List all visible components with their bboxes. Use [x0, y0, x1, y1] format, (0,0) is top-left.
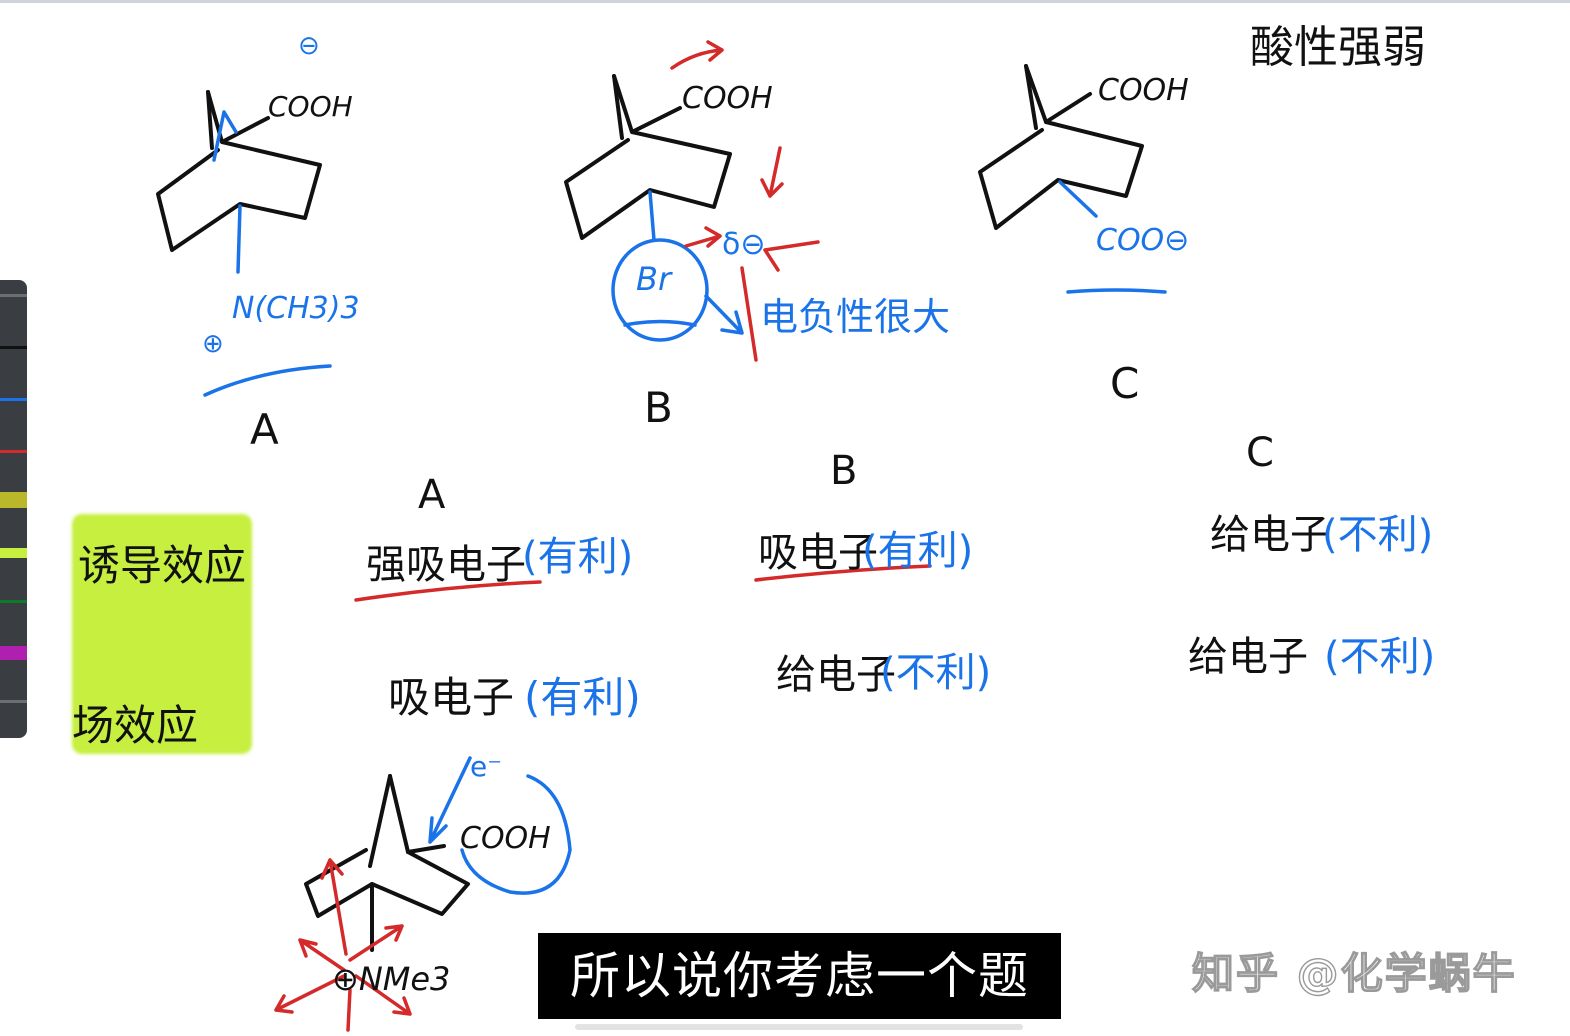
- column-c-row2-text: 给电子: [1188, 634, 1308, 680]
- molecule-b-skeleton: [564, 74, 732, 240]
- highlight-line-2: 场效应: [72, 701, 198, 750]
- zhihu-watermark: 知乎 @化学蜗牛: [1191, 948, 1517, 998]
- column-a-header: A: [418, 472, 446, 518]
- column-b-row1-text: 吸电子: [758, 530, 878, 576]
- molecule-c-label: C: [1110, 359, 1139, 408]
- pen-swatch-darkgreen[interactable]: [0, 600, 27, 603]
- bottom-molecule-cooh: COOH: [460, 821, 551, 856]
- bottom-molecule-substituent: ⊕NMe3: [332, 960, 450, 998]
- column-b-header: B: [830, 448, 857, 494]
- pen-swatch-yellow[interactable]: [0, 492, 27, 508]
- pen-swatch-red[interactable]: [0, 450, 27, 453]
- molecule-a-cooh: COOH: [268, 90, 353, 123]
- highlight-box: [72, 514, 252, 754]
- molecule-b-substituent: Br: [636, 260, 673, 298]
- column-b-row2-note: (不利): [880, 650, 991, 696]
- pen-swatch-gray[interactable]: [0, 294, 27, 297]
- top-edge-bar: [0, 0, 1570, 3]
- column-c-header: C: [1246, 430, 1274, 476]
- molecule-a-blue-ink: [203, 110, 332, 397]
- column-c-row2-note: (不利): [1324, 634, 1435, 680]
- column-c-row1-note: (不利): [1322, 512, 1433, 558]
- bottom-molecule-skeleton: [304, 774, 470, 952]
- column-a-row2-text: 吸电子: [388, 673, 514, 722]
- video-subtitle: 所以说你考虑一个题: [538, 933, 1061, 1019]
- column-b-row2-text: 给电子: [776, 652, 896, 698]
- molecule-c-cooh: COOH: [1098, 73, 1189, 108]
- video-progress-track[interactable]: [575, 1024, 1023, 1030]
- pen-toolbar[interactable]: [0, 280, 27, 738]
- bottom-molecule-red-arrows: [274, 858, 412, 1032]
- column-a-row1-text: 强吸电子: [366, 542, 526, 588]
- molecule-b-label: B: [644, 383, 673, 432]
- molecule-a-charge-bottom: ⊕: [202, 329, 224, 359]
- molecule-a-charge-top: ⊖: [298, 31, 320, 61]
- molecule-a-skeleton: [156, 90, 322, 252]
- molecule-b-red-arrows: [670, 40, 820, 362]
- molecule-b-annotation: 电负性很大: [760, 295, 950, 339]
- pen-swatch-purple[interactable]: [0, 646, 27, 660]
- pen-swatch-black[interactable]: [0, 346, 27, 349]
- highlight-line-1: 诱导效应: [78, 541, 246, 590]
- pen-swatch-green[interactable]: [0, 548, 27, 558]
- pen-swatch-gray2[interactable]: [0, 700, 27, 703]
- top-right-note: 酸性强弱: [1250, 22, 1426, 73]
- molecule-c-blue-ink: [1058, 180, 1167, 294]
- column-a-row1-note: (有利): [522, 534, 633, 580]
- molecule-c-carboxylate: COO⊖: [1096, 223, 1189, 258]
- column-c-row1-text: 给电子: [1210, 512, 1330, 558]
- pen-swatch-blue[interactable]: [0, 398, 27, 401]
- column-b-row1-note: (有利): [862, 528, 973, 574]
- molecule-b-partial-charge: δ⊖: [722, 227, 766, 262]
- molecule-a-substituent: N(CH3)3: [232, 291, 360, 326]
- molecule-a-label: A: [250, 405, 279, 454]
- column-a-row2-note: (有利): [524, 673, 641, 722]
- comparison-underlines: [354, 564, 932, 602]
- bottom-molecule-blue-ink: [428, 756, 572, 895]
- molecule-c-skeleton: [978, 64, 1144, 230]
- molecule-b-cooh: COOH: [682, 81, 773, 116]
- bottom-molecule-electron: e⁻: [470, 750, 502, 783]
- molecule-b-blue-ink: [611, 190, 744, 342]
